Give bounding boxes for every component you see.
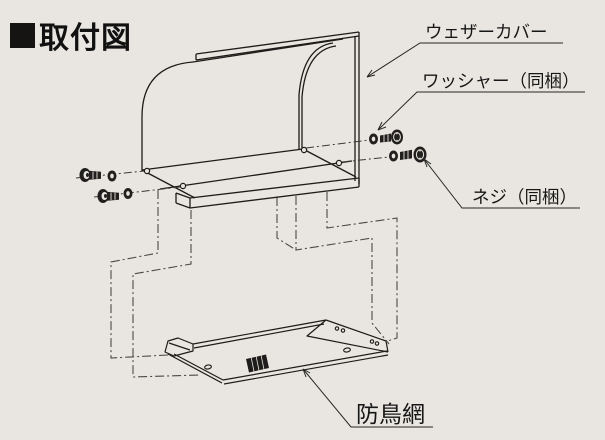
screw-icon (413, 146, 427, 163)
label-washer: ワッシャー（同梱） (422, 71, 580, 91)
net-silhouette (165, 320, 388, 384)
screw-washer-left-bottom (97, 188, 133, 203)
title-square-icon (10, 22, 35, 48)
leader-bird-net (302, 368, 433, 428)
mesh-hatch (246, 354, 269, 373)
leader-screw (423, 158, 580, 209)
leader-weather-cover (366, 42, 563, 78)
screw-washer-left-top (79, 168, 117, 182)
label-bird-net: 防鳥網 (356, 401, 425, 427)
page-title: 取付図 (10, 13, 132, 57)
leader-lines (302, 42, 585, 428)
label-screw: ネジ（同梱） (472, 187, 577, 207)
bird-net-drawing (164, 319, 389, 385)
part-labels: ウェザーカバー ワッシャー（同梱） ネジ（同梱） 防鳥網 (356, 22, 580, 427)
screw-hole (143, 146, 343, 190)
wall-outline-phantom (110, 190, 398, 378)
screw-washer-right-top (369, 129, 403, 145)
cover-silhouette (142, 32, 359, 208)
weather-cover-drawing (141, 31, 360, 209)
screw-icon (391, 129, 403, 145)
title-text: 取付図 (39, 22, 132, 55)
label-weather-cover: ウェザーカバー (425, 22, 548, 42)
screw-washer-right-bottom (389, 146, 427, 163)
leader-washer (377, 91, 585, 131)
